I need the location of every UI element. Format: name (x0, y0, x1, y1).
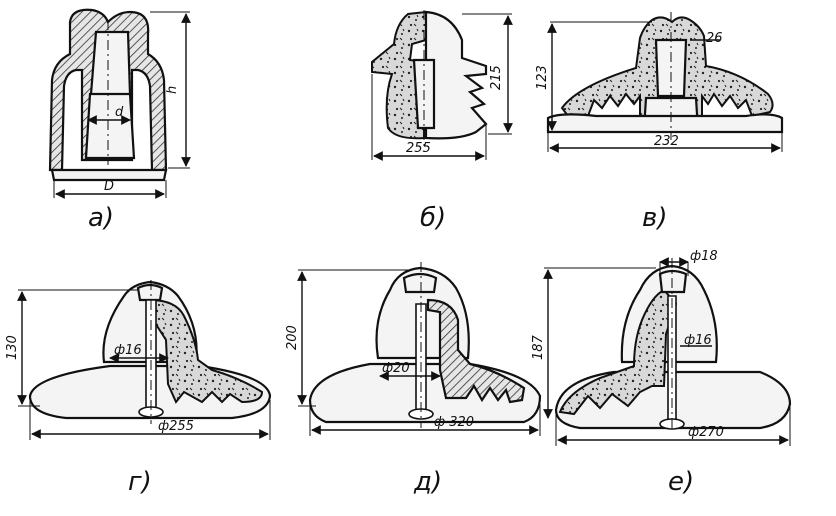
panel-c: 123 26 232 в) (535, 12, 784, 233)
dimension-lines (53, 11, 191, 199)
dim-pin: ф20 (382, 361, 410, 376)
panel-caption: е) (668, 467, 694, 497)
panel-caption: г) (128, 467, 152, 497)
dimension-lines (17, 289, 271, 440)
pin-insulator-drawing (48, 8, 168, 182)
dim-width: D (104, 179, 114, 194)
dim-height: 215 (489, 65, 504, 90)
dimension-lines (297, 269, 541, 436)
panel-g: 130 ф16 ф255 г) (5, 280, 272, 497)
panel-e: 187 ф18 ф16 ф270 е) (531, 249, 792, 497)
panel-caption: в) (642, 203, 667, 233)
dim-top: 26 (706, 31, 723, 46)
dimension-lines (543, 257, 791, 446)
dim-width: 232 (654, 134, 679, 149)
dim-width: ф 320 (434, 415, 474, 430)
panel-a: h d D а) (48, 8, 191, 233)
dim-cap: ф18 (690, 249, 718, 264)
dim-pin: ф16 (114, 343, 142, 358)
dimension-lines (371, 13, 513, 161)
dim-pin: ф16 (684, 333, 712, 348)
panel-caption: а) (88, 203, 114, 233)
panel-b: 215 255 б) (371, 10, 513, 233)
suspension-insulator-drawing (308, 262, 542, 428)
panel-caption: д) (413, 467, 442, 497)
suspension-insulator-drawing (546, 12, 784, 140)
dim-height: 187 (531, 334, 546, 360)
dim-bore: d (115, 105, 124, 120)
dim-height: h (165, 86, 180, 94)
dim-height: 123 (535, 65, 550, 90)
dim-height: 130 (5, 335, 20, 360)
dimension-lines (547, 21, 783, 153)
panel-caption: б) (420, 203, 446, 233)
dim-width: ф270 (688, 425, 724, 440)
pin-insulator-drawing (371, 10, 488, 150)
panel-d: 200 ф20 ф 320 д) (285, 262, 542, 497)
dim-width: 255 (406, 141, 431, 156)
dim-width: ф255 (158, 419, 194, 434)
suspension-insulator-drawing (28, 280, 272, 424)
suspension-insulator-drawing (554, 258, 792, 432)
dim-height: 200 (285, 325, 300, 350)
